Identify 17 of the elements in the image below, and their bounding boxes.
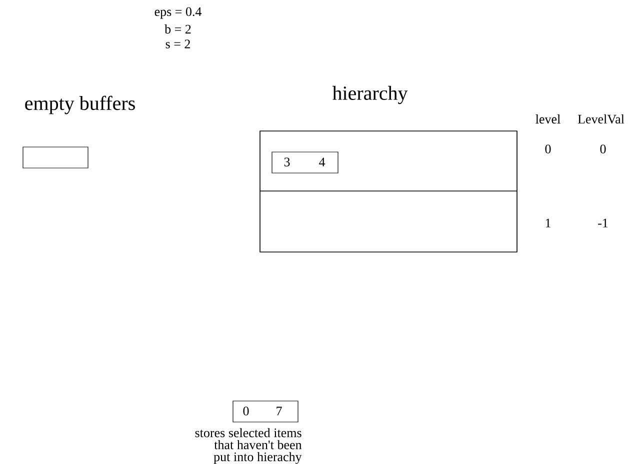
column-header: LevelVal	[578, 114, 624, 124]
section-heading: empty buffers	[25, 96, 135, 114]
parameter-label: eps = 0.4	[154, 7, 202, 19]
table-value: -1	[598, 218, 608, 228]
hierarchy-band	[260, 130, 518, 192]
parameter-label: b = 2	[164, 24, 191, 34]
column-header: level	[536, 114, 560, 124]
box-caption: stores selected items that haven't been put into hierachy	[195, 428, 302, 464]
node-label: hierarchy	[332, 86, 408, 104]
value-box: 3 4	[272, 152, 338, 174]
parameter-label: s = 2	[166, 40, 190, 48]
buffer-box	[22, 146, 88, 168]
hierarchy-band	[260, 190, 518, 252]
buffer-box: 0 7	[232, 400, 298, 422]
table-value: 1	[546, 218, 550, 228]
table-value: 0	[545, 144, 551, 154]
table-value: 0	[600, 144, 606, 154]
